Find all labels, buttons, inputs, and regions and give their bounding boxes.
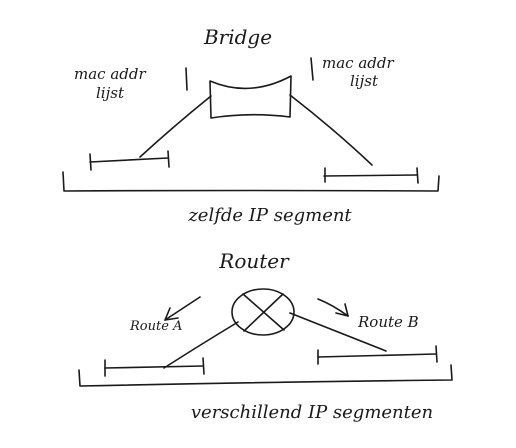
bridge-right-host-segment — [323, 174, 418, 177]
bridge-shared-segment-bracket — [62, 171, 440, 192]
router-right-link — [289, 312, 387, 352]
bridge-caption: zelfde IP segment — [187, 205, 352, 226]
bridge-left-host-tick-left — [89, 153, 92, 171]
route-a-arrow — [164, 296, 201, 321]
router-device — [231, 288, 295, 336]
router-left-host-segment — [104, 365, 204, 369]
right-mac-table-marker — [310, 57, 314, 81]
left-mac-table-label: mac addr — [74, 65, 146, 83]
route-b-arrowhead — [335, 303, 349, 317]
bridge-left-host-segment — [89, 157, 169, 163]
bridge-section: Bridge mac addr lijst mac addr lijst zel… — [62, 25, 440, 226]
router-right-host-segment — [317, 353, 437, 358]
left-mac-table-label-line2: lijst — [96, 84, 125, 102]
router-segments-bracket — [78, 364, 453, 387]
router-section: Router Route A Route B verschillend IP s… — [78, 249, 453, 423]
bridge-title: Bridge — [203, 25, 272, 49]
left-mac-table-marker — [185, 67, 188, 91]
router-left-host-tick-right — [202, 357, 205, 375]
right-mac-table-label-line2: lijst — [350, 72, 379, 90]
bridge-right-link — [289, 94, 373, 166]
route-a-arrowhead — [164, 307, 179, 321]
bridge-left-link — [139, 95, 212, 158]
route-b-label: Route B — [357, 313, 419, 331]
bridge-device — [209, 75, 292, 119]
right-mac-table-label: mac addr — [322, 54, 394, 72]
router-right-host-tick-right — [435, 345, 438, 363]
router-cross-line-2 — [243, 293, 284, 332]
route-b-arrow — [317, 298, 349, 317]
bridge-left-host-tick-right — [167, 150, 170, 168]
router-caption: verschillend IP segmenten — [191, 402, 433, 423]
route-a-label: Route A — [129, 319, 182, 334]
router-title: Router — [218, 249, 290, 273]
bridge-right-host-tick-right — [416, 167, 419, 184]
router-left-link — [163, 321, 239, 369]
